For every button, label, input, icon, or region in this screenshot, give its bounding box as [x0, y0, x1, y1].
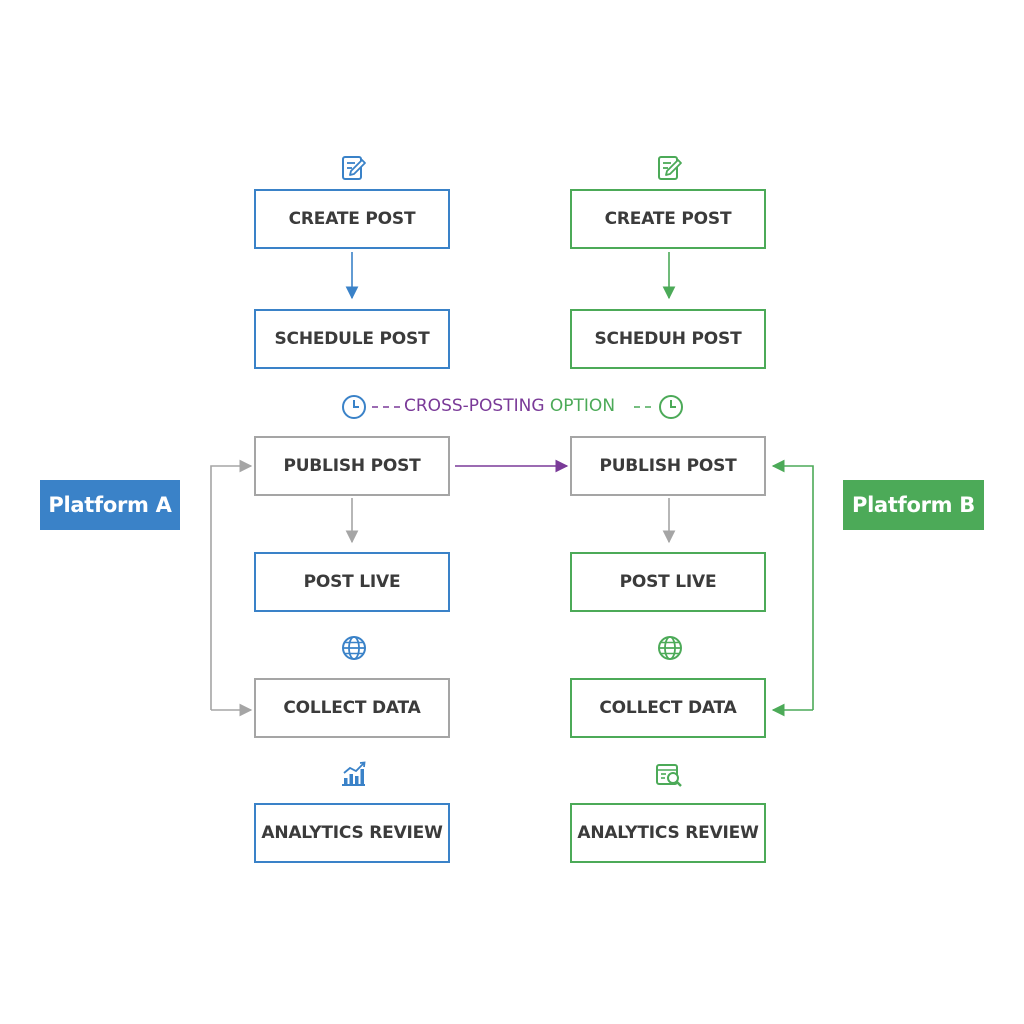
clock-icon: [339, 392, 369, 422]
cross-posting-label: CROSS-POSTING OPTION: [404, 394, 615, 418]
loop-a-to-publish: [210, 459, 253, 710]
platform-b-schedule-post-box: SCHEDUH POST: [570, 309, 766, 369]
cross-posting-text: CROSS-POSTING: [404, 396, 545, 416]
platform-b-collect-data-box: COLLECT DATA: [570, 678, 766, 738]
platform-a-analytics-review-box: ANALYTICS REVIEW: [254, 803, 450, 863]
platform-a-publish-post-box: PUBLISH POST: [254, 436, 450, 496]
platform-b-publish-post-box: PUBLISH POST: [570, 436, 766, 496]
platform-b-label: Platform B: [843, 480, 984, 530]
platform-b-create-post-box: CREATE POST: [570, 189, 766, 249]
platform-a-label: Platform A: [40, 480, 180, 530]
globe-icon: [655, 633, 685, 663]
report-search-icon: [654, 760, 684, 790]
loop-b-to-publish: [771, 459, 814, 710]
globe-icon: [339, 633, 369, 663]
platform-b-analytics-review-box: ANALYTICS REVIEW: [570, 803, 766, 863]
edit-icon: [338, 153, 368, 183]
bar-chart-icon: [338, 759, 368, 789]
platform-a-schedule-post-box: SCHEDULE POST: [254, 309, 450, 369]
platform-a-create-post-box: CREATE POST: [254, 189, 450, 249]
platform-b-post-live-box: POST LIVE: [570, 552, 766, 612]
clock-icon: [656, 392, 686, 422]
platform-a-post-live-box: POST LIVE: [254, 552, 450, 612]
cross-posting-option-text: OPTION: [544, 396, 616, 416]
platform-a-collect-data-box: COLLECT DATA: [254, 678, 450, 738]
edit-icon: [654, 153, 684, 183]
